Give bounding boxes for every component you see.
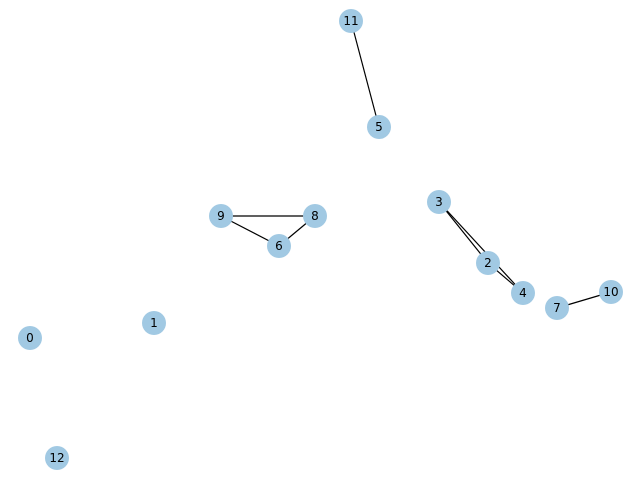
node-circle [18,326,42,350]
node-label: 0 [26,331,34,345]
node-label: 11 [343,14,358,28]
node-circle [142,311,166,335]
node-8: 8 [303,204,327,228]
node-circle [511,281,535,305]
edge-3-2 [438,201,489,264]
node-circle [599,280,623,304]
node-2: 2 [476,251,500,275]
node-label: 4 [519,286,527,300]
node-circle [303,204,327,228]
node-circle [209,204,233,228]
node-label: 12 [49,451,64,465]
edge-3-4 [438,201,524,294]
node-label: 9 [217,209,225,223]
node-label: 7 [553,301,561,315]
node-3: 3 [427,190,451,214]
node-6: 6 [267,234,291,258]
node-0: 0 [18,326,42,350]
node-1: 1 [142,311,166,335]
node-circle [427,190,451,214]
node-label: 6 [275,239,283,253]
edges-layer [220,20,612,309]
node-label: 2 [484,256,492,270]
node-circle [267,234,291,258]
node-11: 11 [339,9,363,33]
node-9: 9 [209,204,233,228]
node-7: 7 [545,296,569,320]
node-label: 10 [603,285,618,299]
node-label: 1 [150,316,158,330]
node-label: 3 [435,195,443,209]
node-circle [45,446,69,470]
node-circle [367,115,391,139]
node-4: 4 [511,281,535,305]
node-label: 8 [311,209,319,223]
node-circle [545,296,569,320]
node-12: 12 [45,446,69,470]
node-circle [476,251,500,275]
node-circle [339,9,363,33]
edge-11-5 [350,20,380,128]
node-5: 5 [367,115,391,139]
node-label: 5 [375,120,383,134]
node-10: 10 [599,280,623,304]
